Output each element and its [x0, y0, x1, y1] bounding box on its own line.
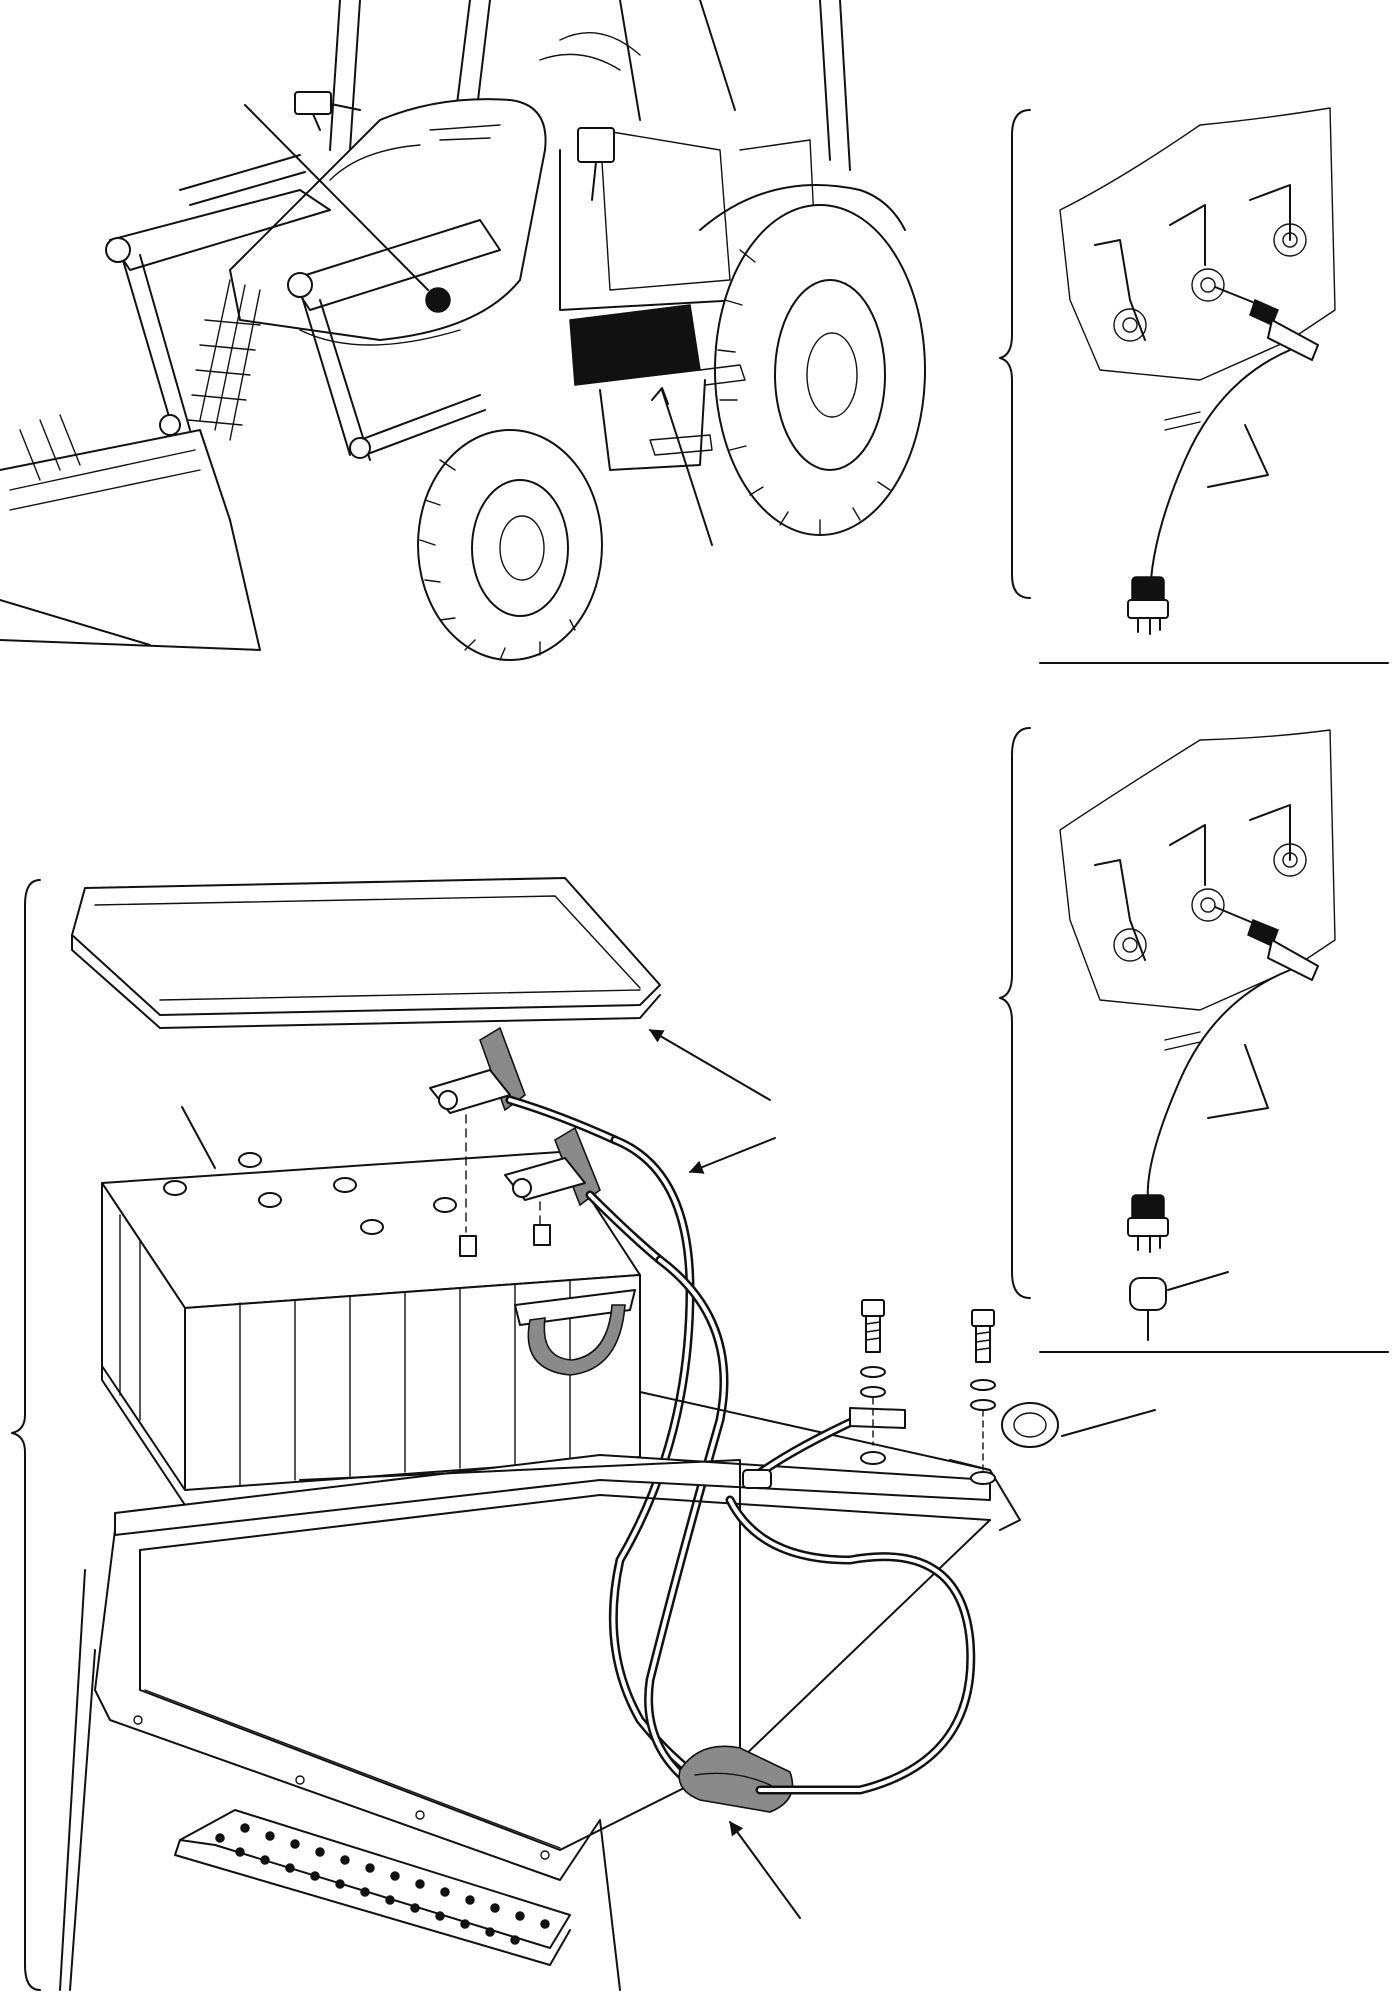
leader-cover — [648, 1029, 771, 1101]
connector-plug-lower — [1127, 1194, 1169, 1253]
battery-terminal-positive — [459, 1235, 477, 1257]
battery-cover — [71, 877, 661, 1029]
leader-connector-socket — [1167, 1271, 1229, 1291]
bolt-boss-center-lower — [1191, 888, 1225, 922]
cable-clip — [1001, 1402, 1059, 1448]
brace-upper — [999, 109, 1031, 599]
sender-detail-upper-panel — [999, 107, 1389, 664]
leader-grommet — [729, 1821, 801, 1919]
sender-wire-upper — [1149, 349, 1291, 601]
cable-grommet — [678, 1745, 794, 1813]
temperature-sender-upper — [1214, 286, 1319, 361]
earth-strap — [725, 1407, 976, 1795]
engine-hood — [229, 98, 547, 346]
leader-dipstick — [244, 104, 429, 291]
battery-handle — [514, 1289, 636, 1376]
machine-overview-panel — [0, 0, 926, 661]
callout-wire-upper — [1207, 424, 1269, 488]
connector-socket-lower — [1129, 1277, 1167, 1341]
vent-caps — [163, 1152, 457, 1235]
step-plate — [174, 1809, 571, 1966]
front-grille — [187, 279, 261, 441]
battery — [101, 1151, 641, 1506]
bolt-boss-right — [1273, 223, 1307, 257]
bolt-boss-left-lower — [1113, 928, 1147, 962]
brace-battery — [11, 879, 41, 1991]
leader-battery-box — [661, 389, 713, 546]
front-wheel — [417, 429, 603, 661]
leader-cables — [688, 1137, 776, 1174]
bolt-left — [860, 1299, 886, 1465]
step-perforations — [215, 1823, 550, 1945]
bolt-right — [970, 1309, 996, 1485]
negative-cable-clamp — [504, 1126, 665, 1265]
loader-arms — [105, 154, 501, 461]
battery-exploded-panel — [11, 877, 1156, 1991]
right-mirror — [577, 127, 615, 201]
machine-battery-box — [569, 304, 746, 471]
bolt-boss-center — [1191, 268, 1225, 302]
connector-plug-upper — [1127, 576, 1169, 635]
cab-frame — [329, 0, 851, 311]
bolt-boss-right-lower — [1273, 843, 1307, 877]
rear-wheel — [699, 184, 926, 536]
battery-terminal-negative — [533, 1224, 551, 1246]
temperature-sender-lower — [1214, 906, 1319, 981]
sender-detail-lower-panel — [999, 727, 1389, 1353]
loader-bucket — [0, 414, 261, 651]
leader-battery — [181, 1106, 216, 1169]
callout-wire-lower — [1207, 1044, 1269, 1119]
leader-clip — [1061, 1409, 1156, 1437]
brace-lower — [999, 727, 1031, 1299]
sender-wire-lower — [1146, 969, 1291, 1201]
bolt-boss-left — [1113, 308, 1147, 342]
left-mirror — [294, 91, 361, 131]
positive-cable-clamp — [429, 1026, 620, 1233]
dipstick-point-marker — [425, 287, 451, 313]
